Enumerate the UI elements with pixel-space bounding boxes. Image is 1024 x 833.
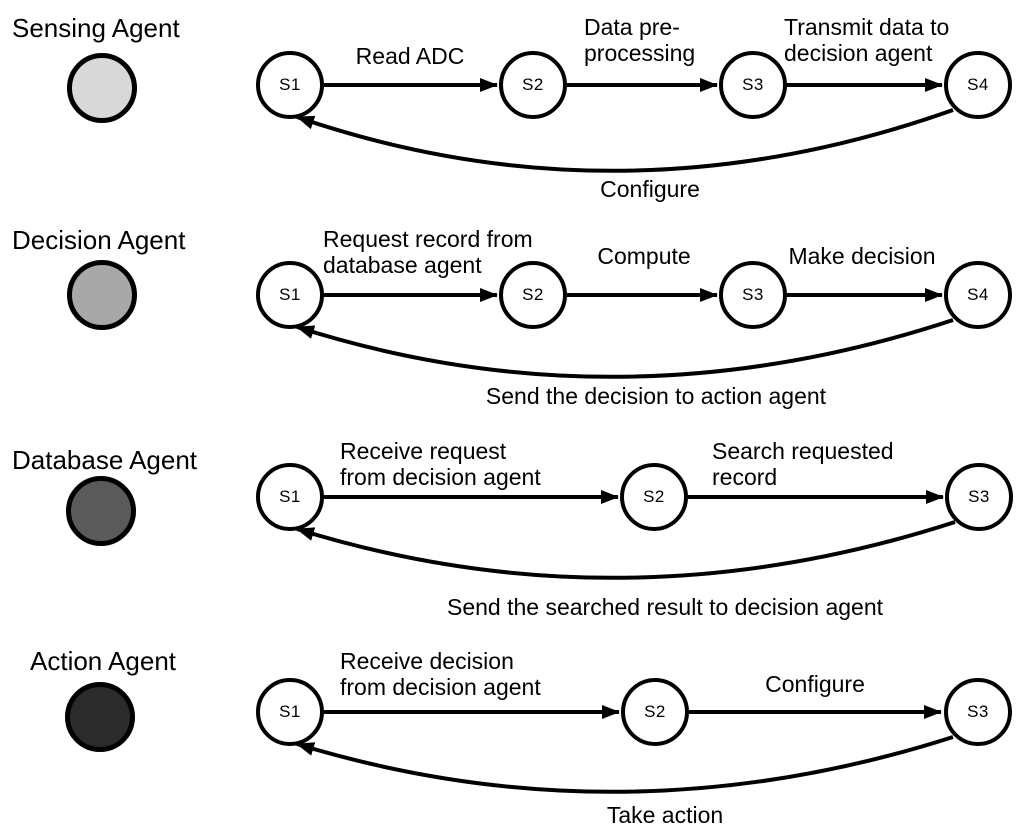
agent-name: Action Agent [30, 646, 176, 676]
return-transition-label: Configure [600, 176, 700, 202]
state-node: S2 [499, 261, 567, 329]
return-transition-label: Send the searched result to decision age… [446, 594, 884, 620]
return-transition-label: Send the decision to action agent [485, 383, 827, 409]
return-arrow [296, 735, 954, 794]
state-node: S2 [621, 678, 689, 746]
state-label: S4 [967, 285, 989, 304]
agent-name: Decision Agent [12, 225, 186, 255]
state-label: S1 [279, 285, 301, 304]
transition-label: Data pre- processing [584, 14, 696, 66]
state-label: S2 [644, 702, 666, 721]
transition-label: Receive decision from decision agent [340, 648, 541, 700]
agent-name: Sensing Agent [12, 13, 180, 43]
transition-label: Receive request from decision agent [340, 438, 541, 490]
return-arrow [296, 520, 956, 580]
transition-label: Read ADC [355, 43, 465, 69]
agent-legend-circle [67, 53, 137, 123]
state-node: S1 [256, 261, 324, 329]
transition-label: Make decision [788, 243, 936, 269]
state-label: S2 [643, 487, 665, 506]
state-node: S3 [719, 51, 787, 119]
agent-legend-circle [67, 260, 137, 330]
decision-arrows [296, 288, 954, 379]
state-node: S2 [620, 463, 688, 531]
transition-label: Compute [597, 243, 691, 269]
state-node: S3 [945, 463, 1013, 531]
return-transition-label: Take action [606, 802, 724, 828]
state-node: S4 [944, 261, 1012, 329]
state-label: S2 [522, 285, 544, 304]
state-label: S4 [967, 75, 989, 94]
state-label: S1 [279, 75, 301, 94]
state-label: S3 [742, 285, 764, 304]
sensing-arrows [296, 78, 954, 173]
agent-name: Database Agent [12, 445, 198, 475]
state-node: S1 [256, 463, 324, 531]
state-node: S4 [944, 51, 1012, 119]
transition-label: Search requested record [712, 438, 894, 490]
transition-label: Configure [765, 671, 865, 697]
state-label: S3 [967, 702, 989, 721]
return-arrow [296, 318, 954, 379]
state-node: S1 [256, 678, 324, 746]
state-node: S2 [499, 51, 567, 119]
agent-legend-circle [66, 476, 136, 546]
state-label: S3 [742, 75, 764, 94]
state-label: S3 [968, 487, 990, 506]
transition-label: Request record from database agent [323, 226, 533, 278]
state-node: S3 [719, 261, 787, 329]
transition-label: Transmit data to decision agent [784, 14, 950, 66]
agent-legend-circle [65, 682, 135, 752]
state-label: S2 [522, 75, 544, 94]
return-arrow [296, 108, 954, 173]
state-node: S1 [256, 51, 324, 119]
state-label: S1 [279, 487, 301, 506]
state-node: S3 [944, 678, 1012, 746]
state-label: S1 [279, 702, 301, 721]
